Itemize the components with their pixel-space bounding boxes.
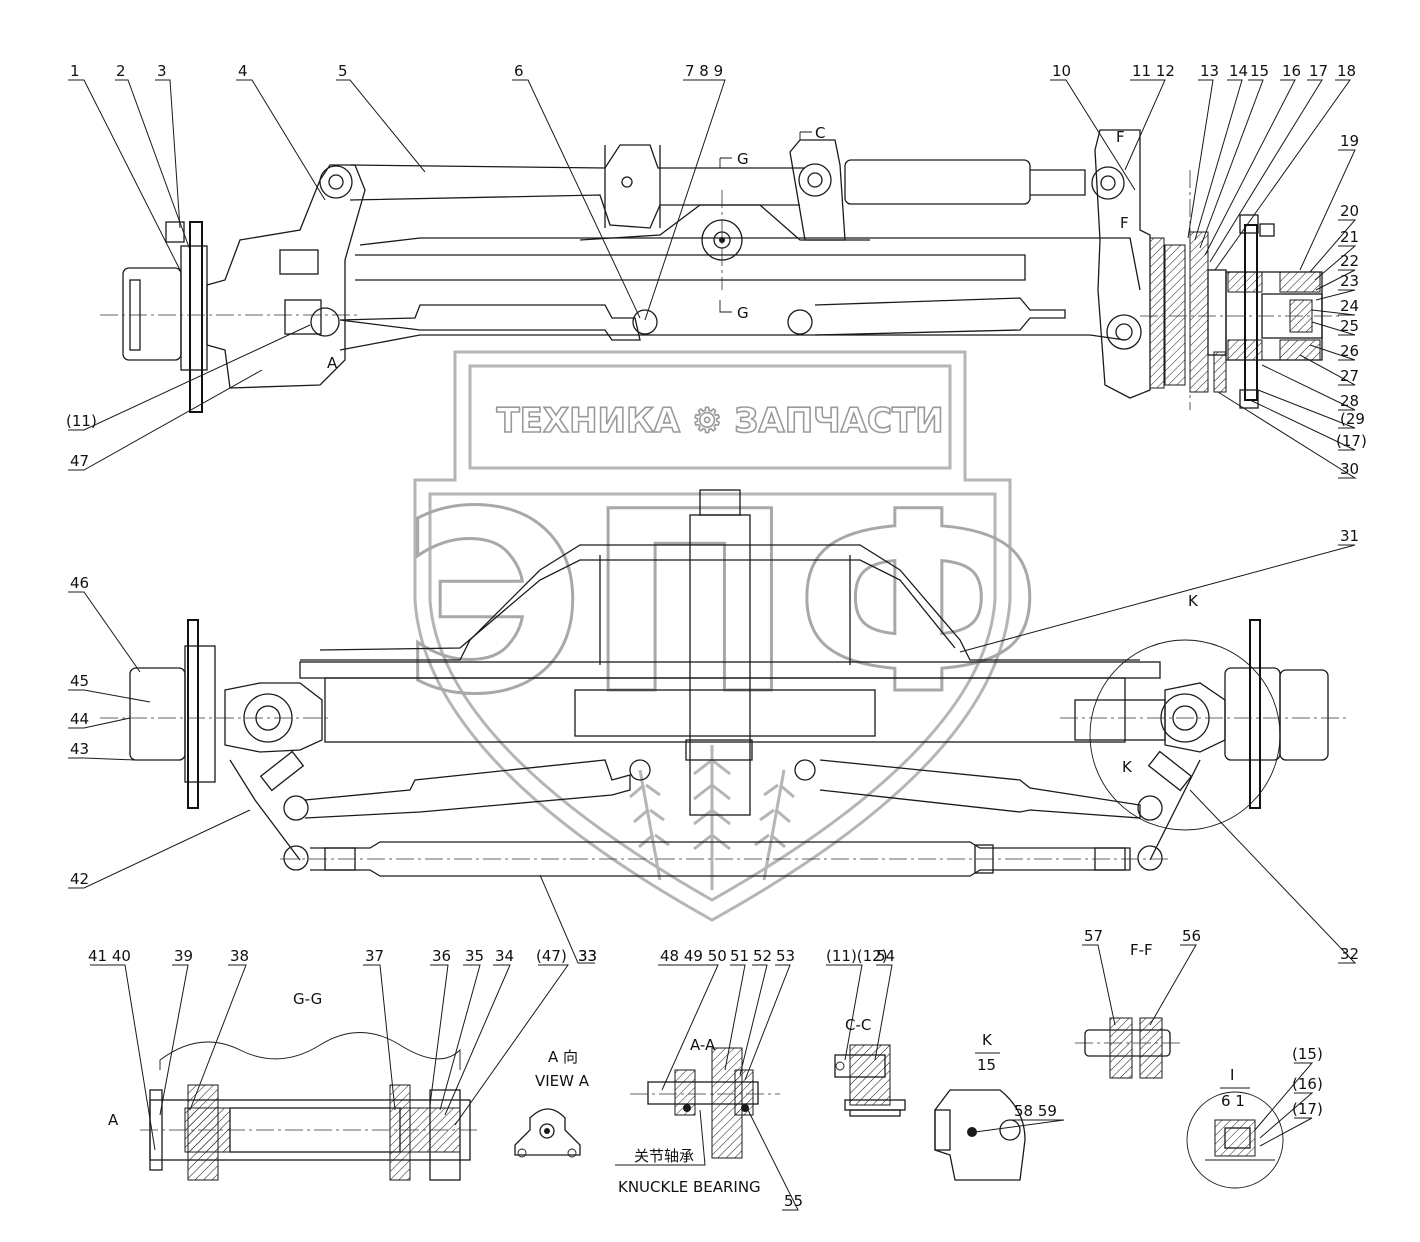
- section-cc-title: C-C: [845, 1016, 871, 1034]
- part-label: 11 12: [1132, 62, 1175, 80]
- section-mark-f-upper: F: [1116, 128, 1125, 146]
- section-mark-a-gg: A: [108, 1111, 119, 1129]
- part-label: 48 49 50: [660, 947, 727, 965]
- part-label: 6: [514, 62, 524, 80]
- part-label: 14: [1229, 62, 1248, 80]
- part-label: 15: [1250, 62, 1269, 80]
- watermark: ТЕХНИКА ⚙ ЗАПЧАСТИ ЭПФ: [400, 350, 1044, 922]
- part-label: (16): [1292, 1075, 1323, 1093]
- section-mark-k-lower: K: [1122, 758, 1133, 776]
- part-label: 2: [116, 62, 126, 80]
- part-label: 58 59: [1014, 1102, 1057, 1120]
- part-label: 23: [1340, 272, 1359, 290]
- section-mark-g-upper: G: [737, 150, 749, 168]
- part-label: 24: [1340, 297, 1359, 315]
- section-gg-title: G-G: [293, 990, 322, 1008]
- part-label: 46: [70, 574, 89, 592]
- part-label: 57: [1084, 927, 1103, 945]
- part-label: 10: [1052, 62, 1071, 80]
- detail-i: I 6 1: [1186, 1066, 1284, 1189]
- part-label: 35: [465, 947, 484, 965]
- part-label: 31: [1340, 527, 1359, 545]
- section-aa: A-A 关节轴承 KNUCKLE BEARING: [615, 1036, 780, 1196]
- watermark-wheat-icon: [629, 745, 795, 890]
- part-label: 30: [1340, 460, 1359, 478]
- part-label: 56: [1182, 927, 1201, 945]
- part-label: 17: [1309, 62, 1328, 80]
- part-label: 4: [238, 62, 248, 80]
- part-label: (29: [1340, 410, 1365, 428]
- part-label: 41 40: [88, 947, 131, 965]
- knuckle-bearing-cn: 关节轴承: [634, 1147, 694, 1165]
- part-label: 5: [338, 62, 348, 80]
- part-label: 34: [495, 947, 514, 965]
- section-gg: G-G A: [108, 990, 480, 1181]
- watermark-logo-letters: ЭПФ: [402, 458, 1043, 749]
- part-label: (17): [1292, 1100, 1323, 1118]
- section-cc: C-C: [834, 1016, 906, 1117]
- section-aa-title: A-A: [690, 1036, 716, 1054]
- detail-i-title-top: I: [1230, 1066, 1234, 1084]
- front-view: K K: [100, 489, 1350, 877]
- part-label: 43: [70, 740, 89, 758]
- view-a-title-en: VIEW A: [535, 1072, 590, 1090]
- part-label: (47): [536, 947, 567, 965]
- section-ff-title: F-F: [1130, 941, 1153, 959]
- detail-i-title-bottom: 6 1: [1221, 1092, 1245, 1110]
- part-label: 7 8 9: [685, 62, 723, 80]
- part-label: 26: [1340, 342, 1359, 360]
- top-view: G G C F F A: [100, 124, 1340, 413]
- knuckle-bearing-en: KNUCKLE BEARING: [618, 1178, 761, 1196]
- part-label: 21: [1340, 228, 1359, 246]
- part-label: 37: [365, 947, 384, 965]
- part-label: (11)(12): [826, 947, 888, 965]
- part-label: 1: [70, 62, 80, 80]
- part-label: 33: [578, 947, 597, 965]
- section-mark-k-upper: K: [1188, 592, 1199, 610]
- part-label: 18: [1337, 62, 1356, 80]
- part-label: 39: [174, 947, 193, 965]
- part-label: 27: [1340, 367, 1359, 385]
- part-label: (15): [1292, 1045, 1323, 1063]
- part-labels: 1 2 3 4 5 6 7 8 9 10 11 12 13 14 15 16 1…: [66, 62, 1367, 1210]
- part-label: 16: [1282, 62, 1301, 80]
- section-mark-f-lower: F: [1120, 214, 1129, 232]
- view-k: K 15: [934, 1031, 1026, 1181]
- part-label: 55: [784, 1192, 803, 1210]
- part-label: 22: [1340, 252, 1359, 270]
- part-label: 42: [70, 870, 89, 888]
- part-label: 33: [578, 947, 597, 965]
- part-label: 38: [230, 947, 249, 965]
- part-label: 25: [1340, 317, 1359, 335]
- part-label: 47: [70, 452, 89, 470]
- part-label: 51: [730, 947, 749, 965]
- view-k-title-top: K: [982, 1031, 993, 1049]
- part-label: 36: [432, 947, 451, 965]
- part-label: 45: [70, 672, 89, 690]
- view-k-title-bottom: 15: [977, 1056, 996, 1074]
- section-mark-c: C: [815, 124, 825, 142]
- view-a-title-cn: A 向: [548, 1048, 578, 1066]
- part-label: 19: [1340, 132, 1359, 150]
- part-label: 52: [753, 947, 772, 965]
- section-mark-a: A: [327, 354, 338, 372]
- part-label: 32: [1340, 945, 1359, 963]
- part-label: 13: [1200, 62, 1219, 80]
- part-label: (17): [1336, 432, 1367, 450]
- watermark-brand-text: ТЕХНИКА ⚙ ЗАПЧАСТИ: [496, 401, 943, 441]
- leader-lines: [68, 79, 1357, 1211]
- part-label: 54: [876, 947, 895, 965]
- section-mark-g-lower: G: [737, 304, 749, 322]
- part-label: (11): [66, 412, 97, 430]
- section-ff: F-F: [1075, 941, 1180, 1079]
- view-a: A 向 VIEW A: [514, 1048, 590, 1158]
- part-label: 44: [70, 710, 89, 728]
- part-label: 20: [1340, 202, 1359, 220]
- part-label: 53: [776, 947, 795, 965]
- part-label: 3: [157, 62, 167, 80]
- part-label: 28: [1340, 392, 1359, 410]
